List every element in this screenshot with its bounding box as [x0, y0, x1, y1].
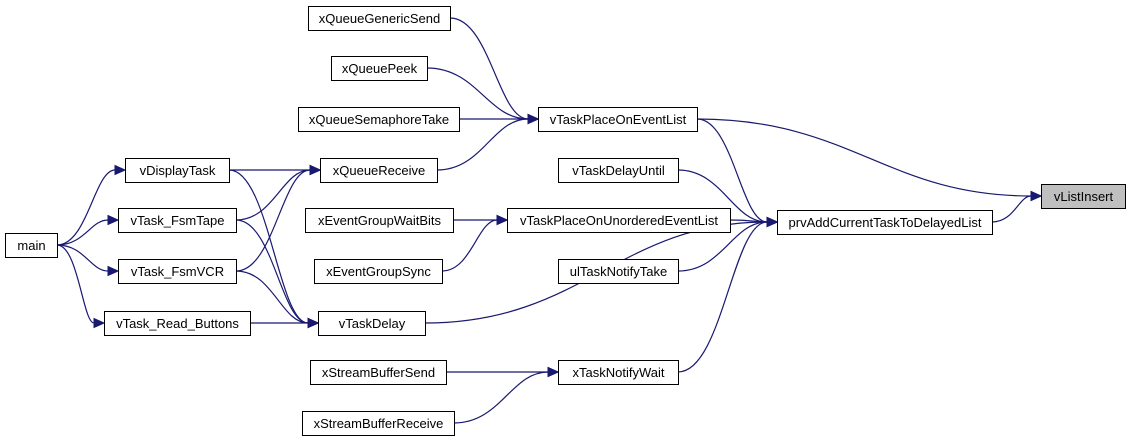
node-x-event-group-sync[interactable]: xEventGroupSync — [314, 259, 443, 284]
node-label: vTask_Read_Buttons — [116, 316, 239, 331]
edge-x-queue-receive-to-v-task-place-on-event-list — [436, 118, 529, 171]
node-v-list-insert[interactable]: vListInsert — [1041, 184, 1126, 209]
node-box — [125, 158, 230, 183]
node-v-task-fsm-tape[interactable]: vTask_FsmTape — [118, 208, 237, 233]
node-x-event-group-wait-bits[interactable]: xEventGroupWaitBits — [305, 208, 454, 233]
node-x-queue-generic-send[interactable]: xQueueGenericSend — [308, 6, 451, 31]
node-label: main — [17, 238, 45, 253]
arrowhead-main-to-v-task-read-buttons — [93, 317, 106, 329]
arrowhead-main-to-v-display-task — [114, 164, 127, 176]
arrowhead-x-queue-receive-to-v-task-place-on-event-list — [527, 113, 540, 125]
edge-main-to-v-display-task — [56, 169, 116, 246]
node-box — [558, 158, 679, 183]
node-box — [331, 56, 428, 81]
arrowhead-x-stream-buffer-receive-to-x-task-notify-wait — [547, 366, 560, 378]
edge-v-task-place-on-event-list-to-v-list-insert — [696, 118, 1032, 197]
node-x-stream-buffer-receive[interactable]: xStreamBufferReceive — [302, 411, 455, 436]
node-label: vTaskDelayUntil — [572, 163, 665, 178]
node-box — [507, 208, 731, 233]
node-box — [302, 411, 455, 436]
edge-x-stream-buffer-receive-to-x-task-notify-wait — [453, 371, 549, 424]
arrowhead-x-task-notify-wait-to-prv-add-current-task-to-delayed-list — [766, 216, 779, 228]
edge-x-task-notify-wait-to-prv-add-current-task-to-delayed-list — [677, 221, 768, 373]
node-box — [305, 208, 454, 233]
node-box — [777, 210, 993, 235]
node-box — [118, 259, 237, 284]
node-label: vTaskDelay — [339, 316, 406, 331]
node-v-task-read-buttons[interactable]: vTask_Read_Buttons — [104, 311, 251, 336]
node-box — [308, 6, 451, 31]
node-label: xEventGroupSync — [326, 264, 431, 279]
arrowhead-v-task-read-buttons-to-v-task-delay — [307, 317, 320, 329]
arrowhead-x-event-group-sync-to-v-task-place-on-unordered-event-list — [496, 214, 509, 226]
node-label: xStreamBufferSend — [322, 365, 435, 380]
node-label: vTask_FsmTape — [131, 213, 225, 228]
node-box — [298, 107, 460, 132]
node-box — [104, 311, 251, 336]
arrowhead-main-to-v-task-fsm-tape — [107, 214, 120, 226]
node-x-queue-receive[interactable]: xQueueReceive — [320, 158, 438, 183]
node-box — [5, 233, 58, 258]
node-label: prvAddCurrentTaskToDelayedList — [789, 215, 982, 230]
node-label: vDisplayTask — [140, 163, 216, 178]
node-box — [320, 158, 438, 183]
node-x-task-notify-wait[interactable]: xTaskNotifyWait — [558, 360, 679, 385]
node-label: vTaskPlaceOnEventList — [550, 112, 687, 127]
edge-v-task-fsm-tape-to-x-queue-receive — [235, 169, 311, 221]
node-box — [1041, 184, 1126, 209]
node-box — [558, 259, 679, 284]
node-v-task-fsm-vcr[interactable]: vTask_FsmVCR — [118, 259, 237, 284]
arrowhead-v-task-fsm-vcr-to-x-queue-receive — [309, 164, 322, 176]
node-x-queue-peek[interactable]: xQueuePeek — [331, 56, 428, 81]
node-v-task-place-on-event-list[interactable]: vTaskPlaceOnEventList — [538, 107, 698, 132]
node-box — [118, 208, 237, 233]
edge-v-task-fsm-vcr-to-v-task-delay — [235, 270, 309, 324]
edge-v-task-fsm-vcr-to-x-queue-receive — [235, 169, 311, 272]
node-x-queue-semaphore-take[interactable]: xQueueSemaphoreTake — [298, 107, 460, 132]
node-box — [318, 311, 426, 336]
node-v-task-delay-until[interactable]: vTaskDelayUntil — [558, 158, 679, 183]
node-label: xQueueReceive — [333, 163, 426, 178]
node-v-task-place-on-unordered-event-list[interactable]: vTaskPlaceOnUnorderedEventList — [507, 208, 731, 233]
node-v-display-task[interactable]: vDisplayTask — [125, 158, 230, 183]
arrowhead-main-to-v-task-fsm-vcr — [107, 265, 120, 277]
node-ul-task-notify-take[interactable]: ulTaskNotifyTake — [558, 259, 679, 284]
edge-main-to-v-task-fsm-tape — [56, 219, 109, 246]
node-label: xQueueSemaphoreTake — [309, 112, 449, 127]
node-label: xQueueGenericSend — [319, 11, 440, 26]
nodes-layer: vListInsert vTaskPlaceOnEventList prvAddCu… — [5, 6, 1126, 436]
node-label: ulTaskNotifyTake — [570, 264, 668, 279]
node-box — [558, 360, 679, 385]
node-label: vTask_FsmVCR — [131, 264, 224, 279]
node-label: vListInsert — [1054, 189, 1114, 204]
edge-ul-task-notify-take-to-prv-add-current-task-to-delayed-list — [677, 221, 768, 272]
node-box — [310, 360, 447, 385]
node-label: xEventGroupWaitBits — [318, 213, 442, 228]
node-label: xTaskNotifyWait — [573, 365, 665, 380]
arrowhead-prv-add-current-task-to-delayed-list-to-v-list-insert — [1030, 190, 1043, 202]
edge-x-queue-generic-send-to-v-task-place-on-event-list — [449, 17, 529, 120]
node-x-stream-buffer-send[interactable]: xStreamBufferSend — [310, 360, 447, 385]
edge-x-queue-peek-to-v-task-place-on-event-list — [426, 67, 529, 120]
node-label: xStreamBufferReceive — [314, 416, 444, 431]
edge-v-task-place-on-event-list-to-prv-add-current-task-to-delayed-list — [696, 118, 768, 223]
node-main[interactable]: main — [5, 233, 58, 258]
node-label: vTaskPlaceOnUnorderedEventList — [520, 213, 718, 228]
node-box — [538, 107, 698, 132]
node-label: xQueuePeek — [342, 61, 418, 76]
edge-v-task-fsm-tape-to-v-task-delay — [235, 219, 309, 324]
edge-prv-add-current-task-to-delayed-list-to-v-list-insert — [991, 195, 1032, 223]
node-prv-add-current-task-to-delayed-list[interactable]: prvAddCurrentTaskToDelayedList — [777, 210, 993, 235]
edge-main-to-v-task-fsm-vcr — [56, 244, 109, 272]
node-v-task-delay[interactable]: vTaskDelay — [318, 311, 426, 336]
node-box — [314, 259, 443, 284]
edge-x-event-group-sync-to-v-task-place-on-unordered-event-list — [441, 219, 498, 272]
edge-v-task-delay-until-to-prv-add-current-task-to-delayed-list — [677, 169, 768, 223]
edge-v-display-task-to-v-task-delay — [228, 169, 309, 324]
edge-main-to-v-task-read-buttons — [56, 244, 95, 324]
